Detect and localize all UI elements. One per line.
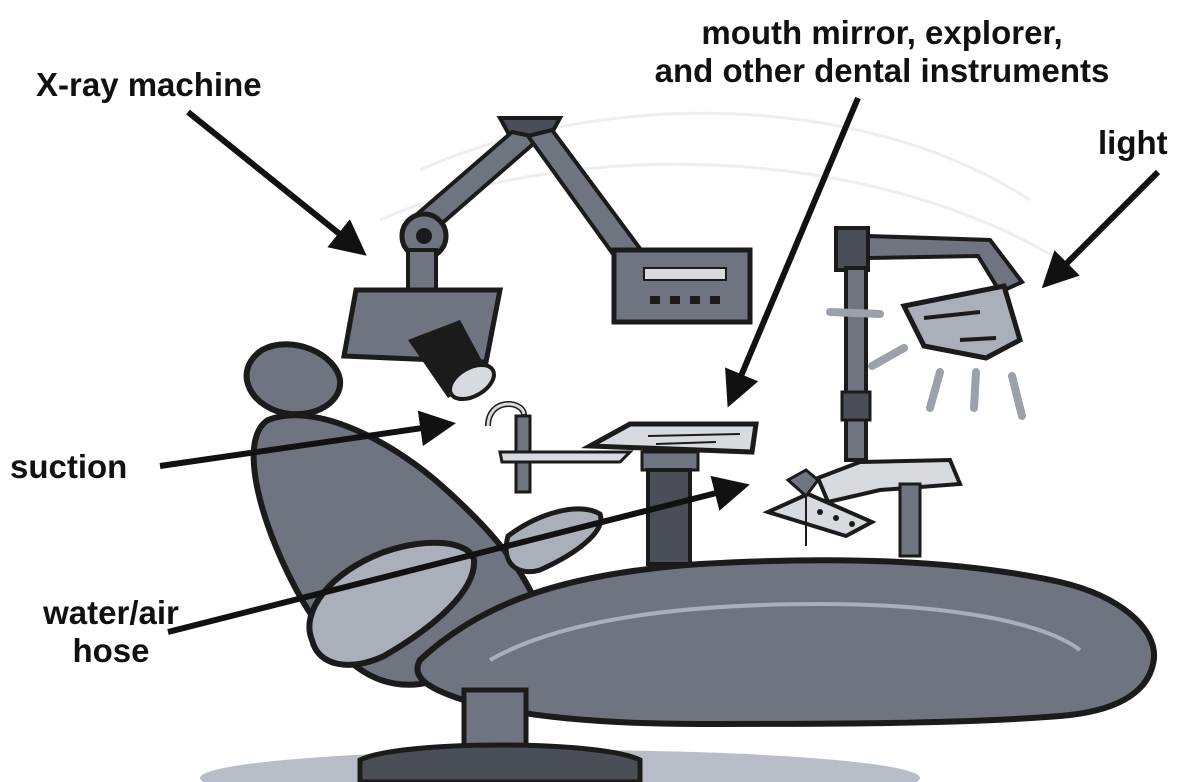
label-light: light [1098, 124, 1168, 162]
instrument-tray [590, 424, 756, 564]
chair-headrest [247, 344, 341, 414]
label-hose-line2: hose [16, 632, 206, 670]
arrow-xray [188, 112, 362, 252]
label-suction: suction [10, 448, 127, 486]
water-air-hose-bracket [768, 460, 960, 556]
dental-light [830, 228, 1022, 460]
arrow-light [1046, 172, 1158, 284]
label-instruments-line2: and other dental instruments [590, 52, 1174, 90]
xray-control-box [614, 250, 750, 322]
label-instruments-line1: mouth mirror, explorer, [590, 14, 1174, 52]
xray-head [344, 290, 500, 406]
label-hose-line1: water/air [16, 594, 206, 632]
label-water-air-hose: water/air hose [16, 594, 206, 670]
label-xray-machine: X-ray machine [36, 66, 262, 104]
label-instruments: mouth mirror, explorer, and other dental… [590, 14, 1174, 90]
